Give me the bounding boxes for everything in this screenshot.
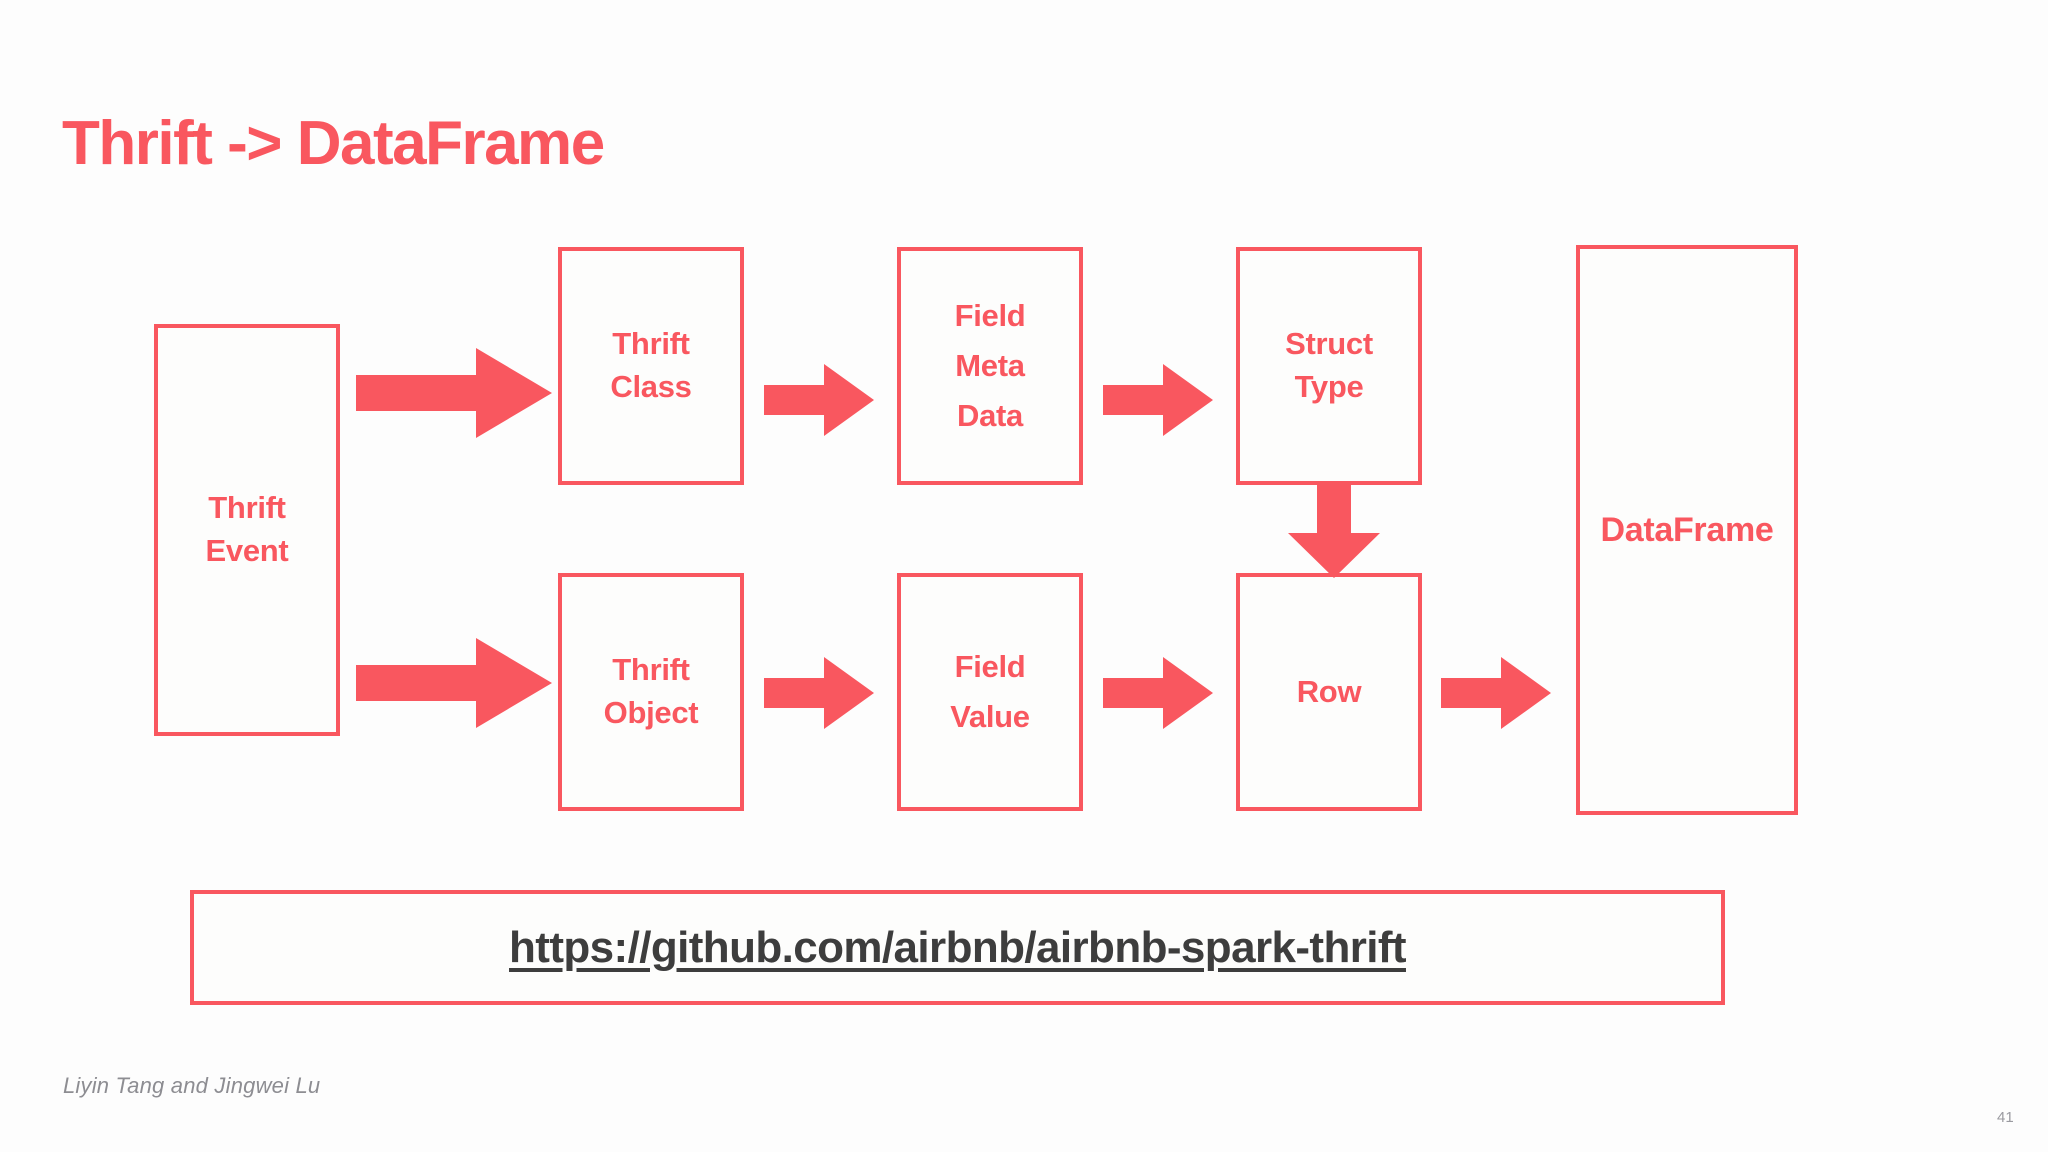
node-label-line: Class <box>610 369 692 404</box>
node-row: Row <box>1236 573 1422 811</box>
node-label-line: DataFrame <box>1600 510 1774 549</box>
node-label-line: Data <box>957 398 1023 434</box>
link-callout-box: https://github.com/airbnb/airbnb-spark-t… <box>190 890 1725 1005</box>
footer-authors: Liyin Tang and Jingwei Lu <box>63 1073 321 1098</box>
slide-number: 41 <box>1997 1109 2014 1126</box>
node-thrift-object: Thrift Object <box>558 573 744 811</box>
arrow-down-icon <box>1288 483 1380 578</box>
flow-diagram: Thrift Event Thrift Class Field Meta Dat… <box>154 245 1798 815</box>
node-label-line: Object <box>603 695 699 730</box>
node-label-line: Row <box>1296 673 1362 709</box>
node-thrift-class: Thrift Class <box>558 247 744 485</box>
node-thrift-event: Thrift Event <box>154 324 340 736</box>
node-label-line: Thrift <box>208 490 286 526</box>
github-repo-link[interactable]: https://github.com/airbnb/airbnb-spark-t… <box>509 922 1407 972</box>
node-label-line: Field <box>954 297 1026 333</box>
node-label-line: Meta <box>955 347 1025 383</box>
node-field-value: Field Value <box>897 573 1083 811</box>
node-label-line: Thrift <box>612 652 690 688</box>
node-dataframe: DataFrame <box>1576 245 1798 815</box>
node-label-line: Type <box>1294 369 1364 404</box>
arrow-right-icon <box>1441 657 1551 729</box>
node-label-line: Value <box>950 699 1030 734</box>
arrow-right-icon <box>1103 364 1213 436</box>
arrow-right-icon <box>764 657 874 729</box>
arrow-right-icon <box>356 638 552 728</box>
node-struct-type: Struct Type <box>1236 247 1422 485</box>
arrow-right-icon <box>356 348 552 438</box>
arrow-right-icon <box>1103 657 1213 729</box>
node-label-line: Struct <box>1285 326 1373 362</box>
node-label-line: Thrift <box>612 326 690 362</box>
node-label-line: Event <box>205 533 289 568</box>
node-label-line: Field <box>954 648 1026 684</box>
arrow-right-icon <box>764 364 874 436</box>
page-title: Thrift -> DataFrame <box>62 109 605 178</box>
node-field-meta-data: Field Meta Data <box>897 247 1083 485</box>
